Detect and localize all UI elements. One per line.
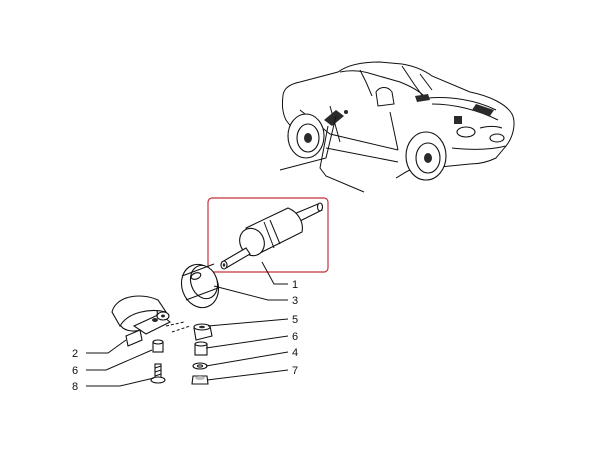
callout-8: 8 — [72, 381, 78, 393]
callout-4: 4 — [292, 347, 298, 359]
mounting-bracket — [111, 295, 172, 347]
rubber-mount — [193, 323, 213, 341]
callout-3: 3 — [292, 295, 298, 307]
location-leader-lines — [279, 115, 365, 193]
callout-6-left: 6 — [72, 365, 78, 377]
callout-5: 5 — [292, 314, 298, 326]
washer — [192, 362, 208, 370]
spacer-right — [194, 341, 208, 356]
spacer-left — [152, 339, 164, 353]
rubber-ring — [180, 263, 220, 309]
car-illustration — [281, 61, 515, 181]
callout-1: 1 — [292, 279, 298, 291]
callout-2: 2 — [72, 348, 78, 360]
fuel-filter — [220, 202, 324, 270]
leader-lines — [86, 261, 289, 387]
screw — [150, 363, 166, 384]
callout-6-right: 6 — [292, 331, 298, 343]
nut — [191, 375, 209, 385]
callout-7: 7 — [292, 365, 298, 377]
